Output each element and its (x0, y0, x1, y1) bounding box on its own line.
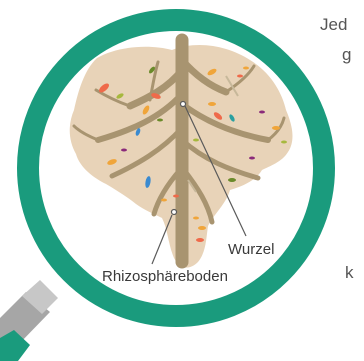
rhizosphere-soil-label: Rhizosphäreboden (102, 268, 228, 285)
root-label: Wurzel (228, 241, 274, 258)
magnifier-handle (0, 280, 58, 361)
